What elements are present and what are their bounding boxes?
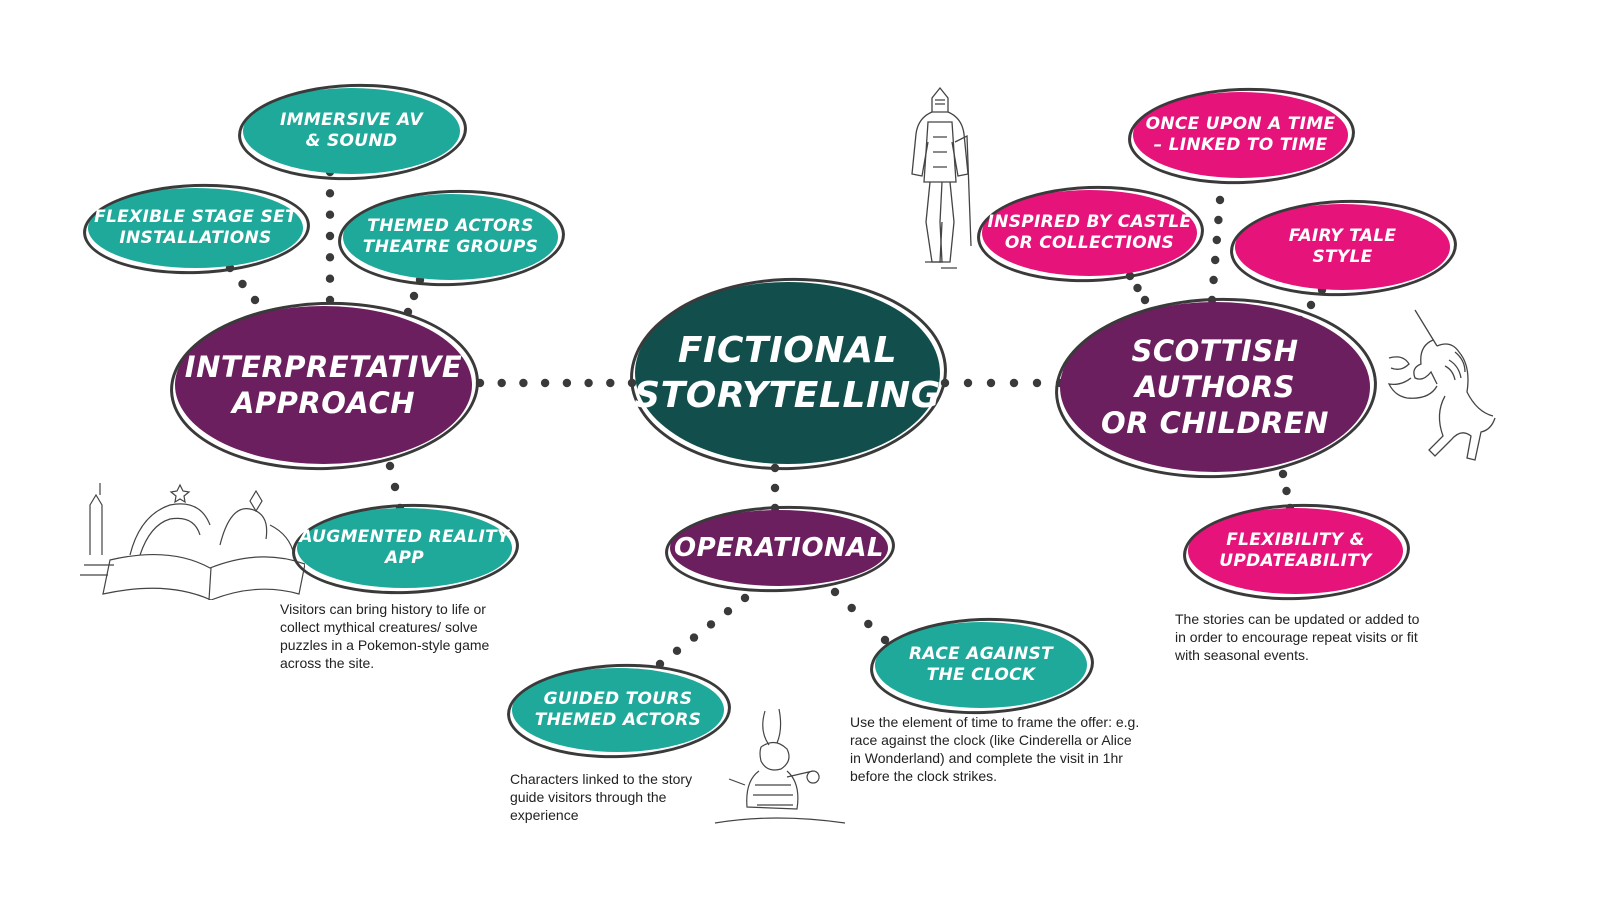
idea-flexible-stage-set: FLEXIBLE STAGE SET INSTALLATIONS	[88, 188, 303, 268]
note-augmented-reality: Visitors can bring history to life or co…	[280, 601, 490, 671]
idea-themed-actors-theatre-label: THEMED ACTORS THEATRE GROUPS	[362, 215, 539, 257]
idea-augmented-reality-app: AUGMENTED REALITY APP	[297, 508, 512, 588]
idea-once-upon-a-time: ONCE UPON A TIME – LINKED TO TIME	[1133, 92, 1348, 178]
note-race-against-clock: Use the element of time to frame the off…	[850, 714, 1140, 784]
connector-center-scottish	[940, 378, 1065, 388]
connector-dot	[740, 593, 750, 603]
idea-race-clock-label: RACE AGAINST THE CLOCK	[909, 643, 1053, 685]
connector-center-operational	[770, 463, 780, 513]
white-rabbit-illustration	[714, 708, 846, 824]
branch-operational: OPERATIONAL	[670, 510, 888, 586]
branch-interpretative-label: INTERPRETATIVE APPROACH	[184, 349, 463, 420]
connector-dot	[325, 189, 335, 198]
fairytale-book-illustration	[80, 483, 305, 600]
connector-dot	[606, 378, 615, 388]
idea-immersive-av-label: IMMERSIVE AV & SOUND	[280, 109, 423, 151]
connector-dot	[385, 461, 395, 471]
idea-flexibility-label: FLEXIBILITY & UPDATEABILITY	[1219, 529, 1372, 571]
connector-dot	[1140, 295, 1150, 305]
connector-flexibility	[1278, 469, 1295, 513]
connector-themed-actors	[403, 275, 425, 317]
connector-dot	[1125, 271, 1135, 281]
connector-immersive	[325, 167, 335, 305]
idea-fairy-tale-label: FAIRY TALE STYLE	[1288, 225, 1397, 267]
knight-illustration	[911, 86, 972, 269]
idea-flexibility-updateability: FLEXIBILITY & UPDATEABILITY	[1188, 508, 1403, 594]
connector-dot	[1212, 235, 1222, 245]
connector-dot	[325, 274, 335, 283]
central-topic-label: FICTIONAL STORYTELLING	[634, 330, 941, 416]
connector-dot	[1214, 215, 1223, 225]
connector-dot	[963, 378, 973, 388]
connector-race-clock	[830, 587, 890, 645]
connector-dot	[655, 659, 665, 669]
connector-dot	[864, 619, 873, 629]
idea-inspired-castle-label: INSPIRED BY CASTLE OR COLLECTIONS	[987, 211, 1192, 253]
connector-dot	[390, 482, 400, 492]
idea-once-upon-label: ONCE UPON A TIME – LINKED TO TIME	[1145, 113, 1336, 155]
branch-interpretative-approach: INTERPRETATIVE APPROACH	[175, 306, 472, 464]
connector-dot	[880, 635, 890, 645]
connector-dot	[830, 587, 840, 597]
connector-dot	[1209, 275, 1218, 285]
connector-dot	[770, 463, 780, 473]
connector-dot	[706, 620, 716, 629]
connector-dot	[250, 295, 260, 305]
central-topic-fictional-storytelling: FICTIONAL STORYTELLING	[634, 282, 941, 464]
connector-dot	[1211, 255, 1220, 265]
connector-guided-tours	[655, 593, 750, 669]
connector-dot	[1133, 283, 1142, 293]
idea-guided-tours: GUIDED TOURS THEMED ACTORS	[512, 668, 724, 752]
connector-dot	[497, 378, 506, 388]
connector-dot	[627, 378, 637, 388]
idea-immersive-av-sound: IMMERSIVE AV & SOUND	[243, 88, 460, 174]
branch-scottish-authors: SCOTTISH AUTHORS OR CHILDREN	[1060, 302, 1370, 472]
connector-dot	[584, 378, 593, 388]
idea-inspired-by-castle: INSPIRED BY CASTLE OR COLLECTIONS	[982, 190, 1197, 276]
branch-scottish-label: SCOTTISH AUTHORS OR CHILDREN	[1101, 333, 1329, 441]
connector-dot	[325, 253, 335, 262]
connector-flexible-stage	[225, 263, 260, 305]
connector-dot	[986, 378, 996, 388]
connector-dot	[403, 307, 413, 317]
connector-dot	[689, 633, 699, 642]
connector-dot	[325, 231, 335, 241]
idea-race-against-clock: RACE AGAINST THE CLOCK	[875, 622, 1087, 708]
connector-dot	[1306, 300, 1316, 310]
connector-dot	[672, 646, 682, 655]
connector-dot	[1278, 469, 1288, 479]
connector-dot	[409, 291, 419, 301]
idea-themed-actors-theatre: THEMED ACTORS THEATRE GROUPS	[343, 194, 558, 280]
connector-dot	[770, 483, 780, 493]
idea-fairy-tale-style: FAIRY TALE STYLE	[1235, 204, 1450, 290]
branch-operational-label: OPERATIONAL	[673, 532, 885, 563]
idea-augmented-reality-label: AUGMENTED REALITY APP	[299, 526, 510, 568]
unicorn-illustration	[1387, 309, 1496, 461]
connector-center-interpretative	[475, 378, 637, 388]
connector-dot	[1009, 378, 1019, 388]
connector-dot	[1032, 378, 1042, 388]
note-flexibility: The stories can be updated or added to i…	[1175, 611, 1420, 663]
connector-dot	[1282, 486, 1291, 496]
connector-dot	[847, 603, 856, 613]
connector-once-upon	[1207, 195, 1225, 305]
connector-dot	[325, 295, 335, 305]
connector-dot	[1215, 195, 1225, 205]
connector-inspired-castle	[1125, 271, 1150, 305]
connector-dot	[940, 378, 950, 388]
connector-dot	[325, 210, 335, 219]
idea-flexible-stage-label: FLEXIBLE STAGE SET INSTALLATIONS	[94, 206, 297, 248]
idea-guided-tours-label: GUIDED TOURS THEMED ACTORS	[534, 688, 702, 730]
connector-dot	[238, 279, 247, 289]
connector-dot	[540, 378, 550, 388]
connector-augmented-reality	[385, 461, 405, 513]
connector-dot	[519, 378, 528, 388]
note-guided-tours: Characters linked to the story guide vis…	[510, 771, 693, 823]
connector-dot	[723, 607, 733, 616]
connector-dot	[562, 378, 572, 388]
connector-dot	[475, 378, 485, 388]
